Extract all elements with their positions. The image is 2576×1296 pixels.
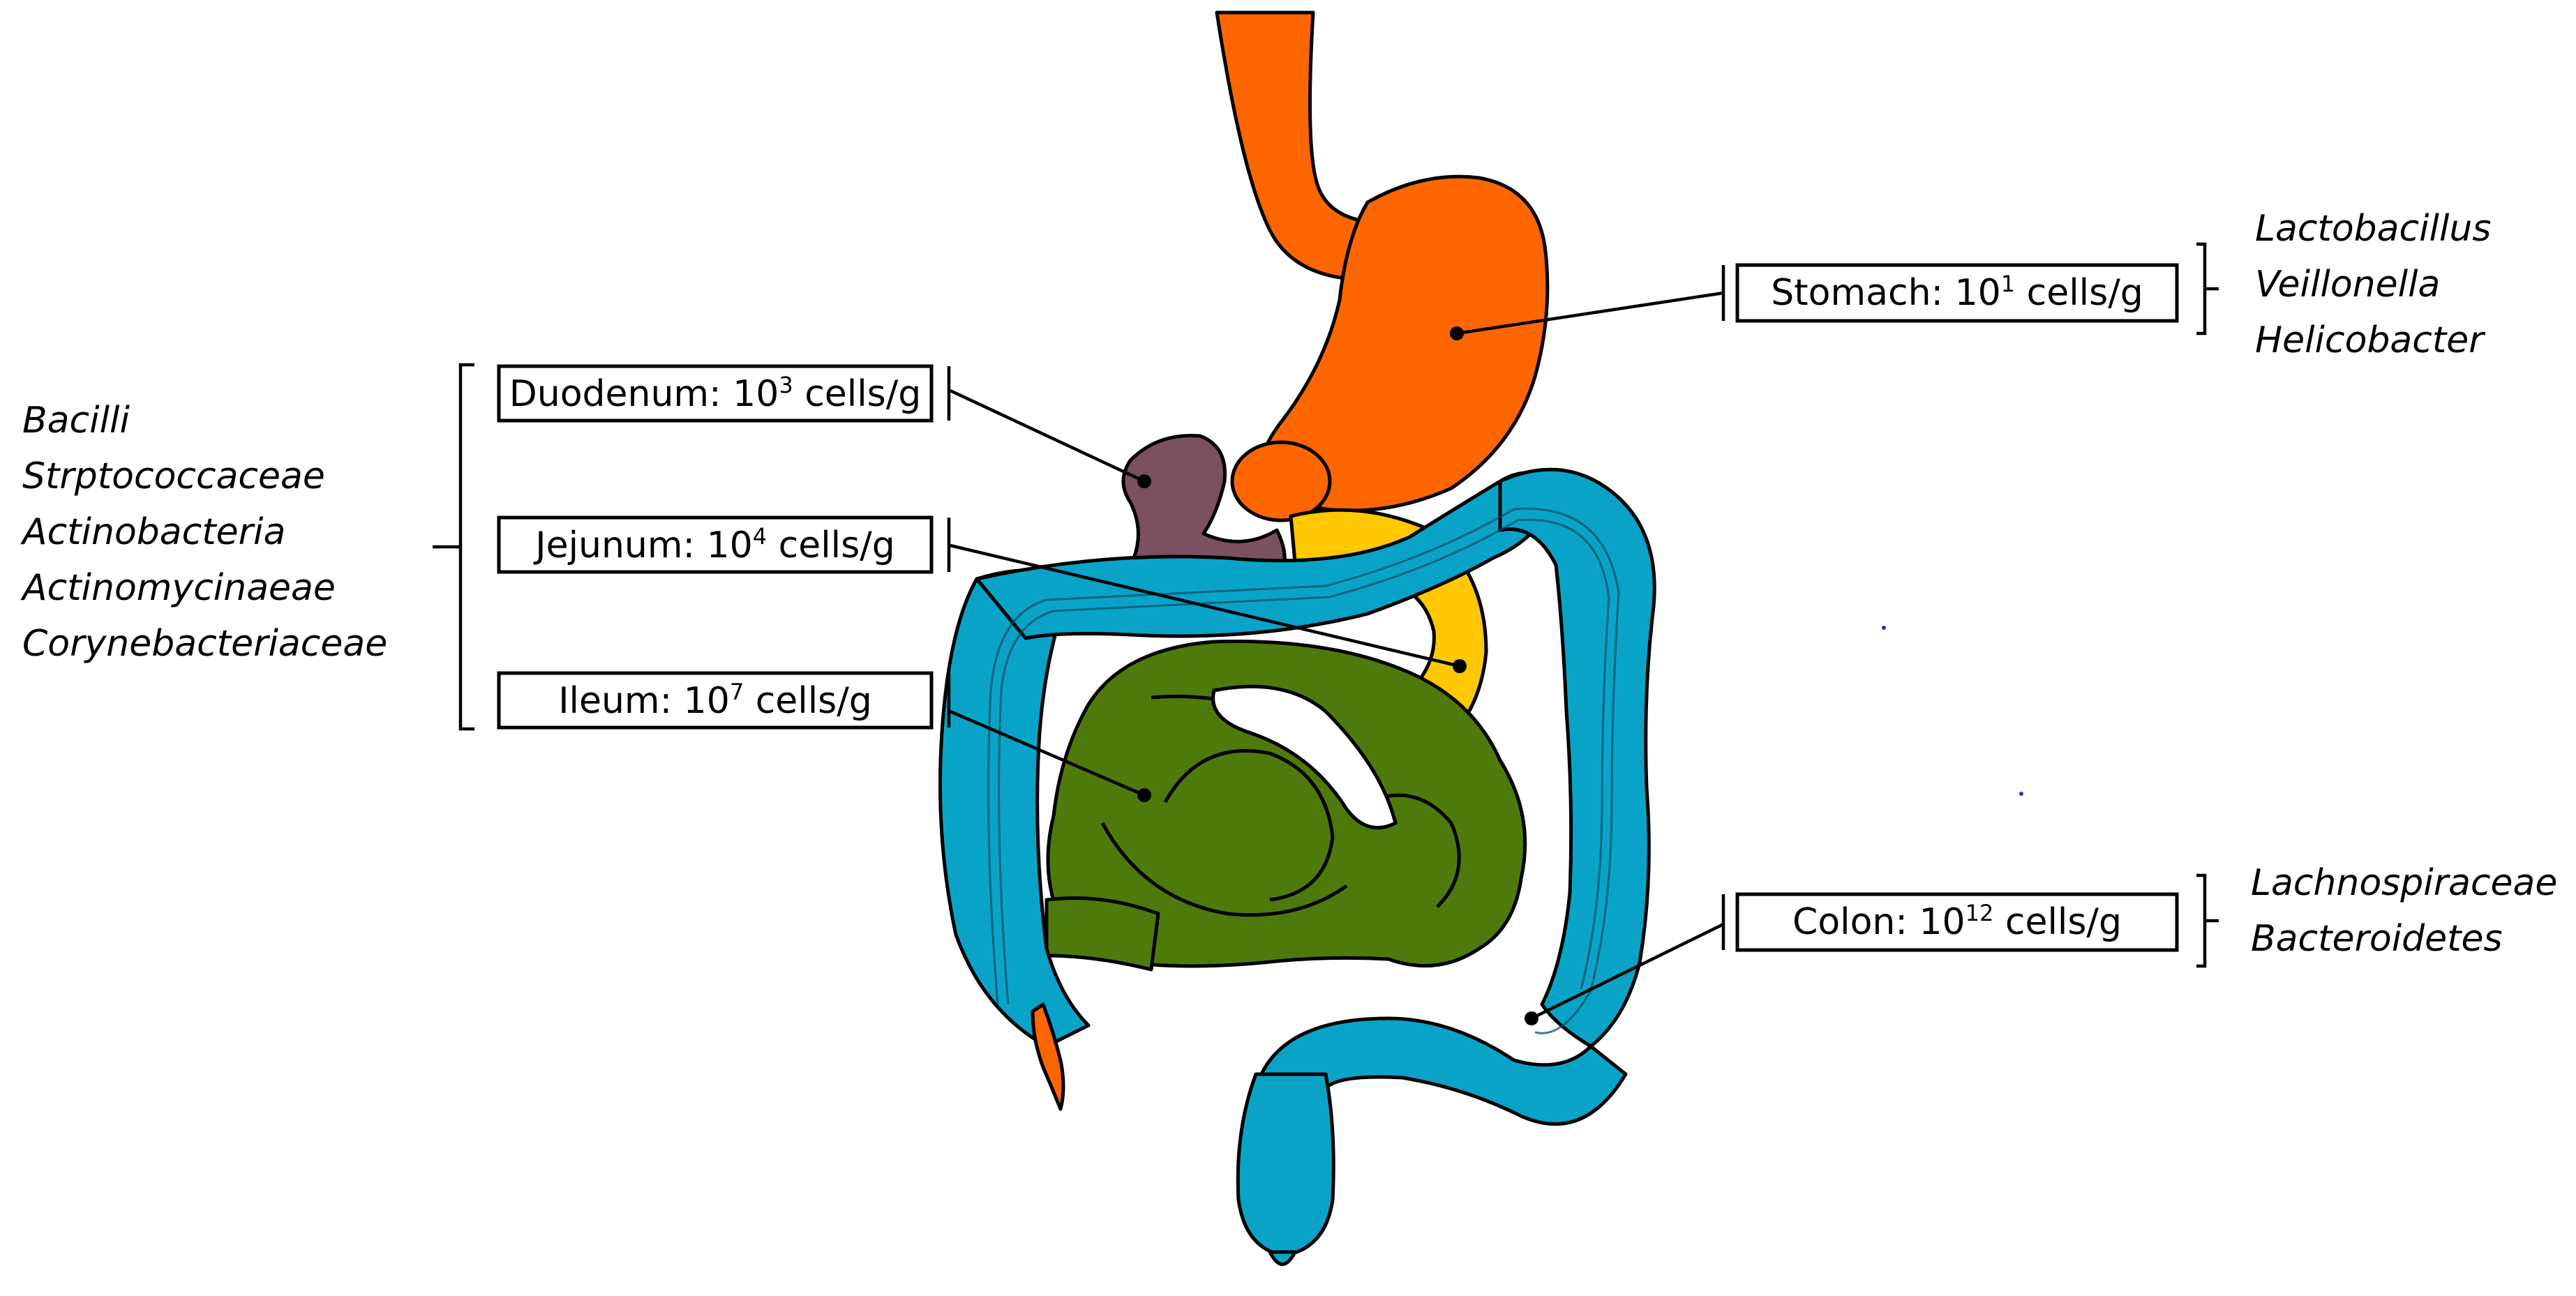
ileum-gap (1211, 684, 1398, 830)
taxa-small-intestine: Bacilli Strptococcaceae Actinobacteria A… (20, 400, 387, 665)
taxa-stomach: Lactobacillus Veillonella Helicobacter (2255, 208, 2491, 361)
speck-2 (2019, 792, 2023, 796)
taxa-si-5: Corynebacteriaceae (22, 623, 387, 665)
speck-1 (1882, 626, 1886, 630)
stomach-dot (1450, 326, 1464, 340)
ileum-loop-1 (1163, 748, 1335, 902)
ileum (1044, 640, 1527, 972)
anus (1268, 1250, 1297, 1266)
stomach (1254, 174, 1550, 513)
bracket-small-intestine (433, 363, 474, 731)
duodenum-leader (950, 389, 1145, 483)
pylorus (1230, 440, 1332, 522)
label-stomach: Stomach: 101 cells/g (1721, 263, 2179, 323)
taxa-stomach-1: Lactobacillus (2255, 208, 2491, 250)
jejunum-label: Jejunum: 104 cells/g (533, 523, 895, 566)
label-colon: Colon: 1012 cells/g (1721, 892, 2179, 952)
ileum-loop-3 (1367, 793, 1461, 908)
taxa-si-1: Bacilli (22, 400, 130, 442)
ileum-leader (950, 709, 1145, 797)
ileum-terminal (1044, 896, 1160, 972)
appendix (1031, 1002, 1065, 1111)
duodenum-dot (1137, 474, 1151, 488)
rectum (1236, 1072, 1335, 1258)
jejunum-dot (1453, 659, 1467, 673)
colon-label: Colon: 1012 cells/g (1792, 900, 2122, 943)
colon-dot (1525, 1011, 1538, 1025)
taxa-stomach-2: Veillonella (2255, 264, 2440, 306)
taxa-si-2: Strptococcaceae (22, 455, 325, 497)
ileum-dot (1137, 788, 1151, 802)
taxa-colon-2: Bacteroidetes (2251, 918, 2503, 960)
leader-lines (950, 291, 1724, 1025)
taxa-colon-1: Lachnospiraceae (2251, 862, 2557, 904)
colon-taenia-2 (998, 518, 1610, 1005)
label-ileum: Ileum: 107 cells/g (497, 671, 951, 730)
taxa-colon: Lachnospiraceae Bacteroidetes (2251, 862, 2557, 960)
taxa-si-4: Actinomycinaeae (20, 567, 336, 609)
bracket-stomach (2196, 242, 2219, 336)
stomach-leader (1456, 291, 1724, 336)
taxa-si-3: Actinobacteria (20, 511, 285, 553)
colon (938, 467, 1656, 1266)
duodenum-label: Duodenum: 103 cells/g (509, 372, 922, 415)
esophagus-stomach (1215, 10, 1550, 522)
colon-leader (1531, 922, 1724, 1020)
bracket-colon (2196, 873, 2219, 968)
label-duodenum: Duodenum: 103 cells/g (497, 364, 951, 423)
taxa-stomach-3: Helicobacter (2255, 319, 2486, 361)
ileum-label: Ileum: 107 cells/g (558, 679, 872, 722)
ileum-loop-2 (1100, 822, 1348, 917)
colon-taenia-1 (987, 507, 1620, 1034)
descending-colon (1498, 467, 1656, 1048)
label-jejunum: Jejunum: 104 cells/g (497, 515, 951, 574)
stomach-label: Stomach: 101 cells/g (1771, 271, 2143, 314)
jejunum-leader (950, 543, 1460, 668)
